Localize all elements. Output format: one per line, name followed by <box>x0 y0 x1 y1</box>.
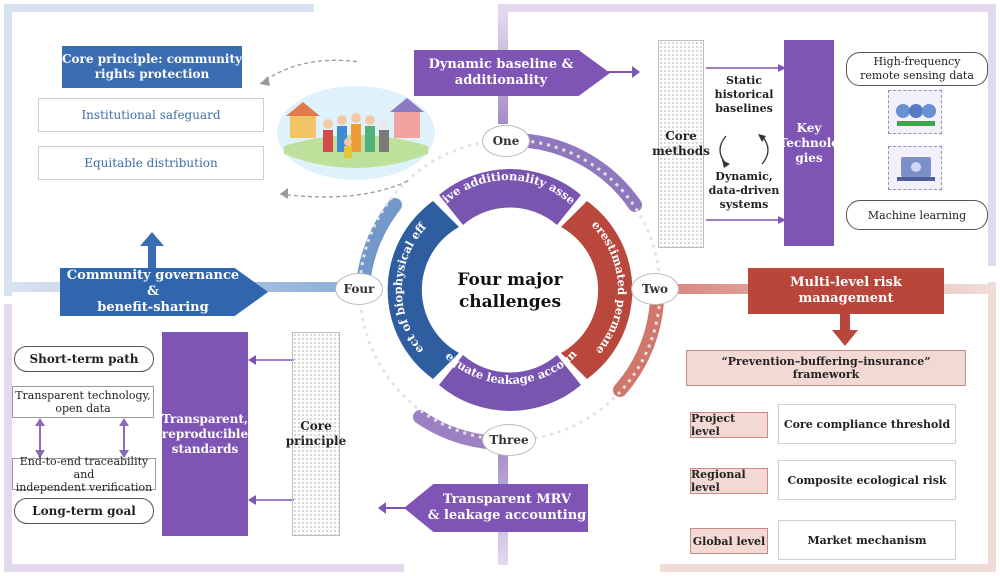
key-line1: Key <box>796 120 822 135</box>
center-title-line1: Four major <box>457 270 563 290</box>
frame-bottom-right <box>660 282 996 572</box>
standards-line1: Transparent, <box>161 411 249 426</box>
remote-sensing-pill: High-frequency remote sensing data <box>846 52 988 86</box>
community-governance-banner: Community governance & benefit-sharing <box>60 268 268 316</box>
institutional-safeguard-box: Institutional safeguard <box>38 98 264 132</box>
principle-arrows <box>248 355 294 505</box>
badge-one: One <box>483 126 529 156</box>
down-arrow-icon <box>832 312 858 346</box>
dynamic-banner-line2: additionality <box>454 73 548 88</box>
frame-top-left <box>4 4 314 296</box>
tech-line2: open data <box>55 402 111 415</box>
badge-three: Three <box>483 425 535 455</box>
dynamic-line3: systems <box>719 198 769 211</box>
transparent-standards-box: Transparent, reproducible standards <box>162 332 248 536</box>
segment-right <box>561 201 633 379</box>
center-title-line2: challenges <box>459 292 561 312</box>
regional-level-desc: Composite ecological risk <box>778 460 956 500</box>
risk-banner-line2: management <box>798 291 894 306</box>
core-principle-community-box: Core principle: community rights protect… <box>62 46 242 88</box>
dynamic-arrow-icon <box>604 66 640 78</box>
mrv-banner-line2: & leakage accounting <box>427 508 587 523</box>
global-level-desc: Market mechanism <box>778 520 956 560</box>
key-line3: gies <box>795 150 823 165</box>
outer-arc-two <box>613 293 664 397</box>
project-level-label: Project level <box>690 412 768 438</box>
bidirectional-arrows <box>35 418 129 458</box>
frame-bottom-left <box>4 304 404 572</box>
satellite-icon <box>888 90 942 134</box>
static-line2: historical <box>714 88 774 101</box>
methods-arrows <box>706 64 786 224</box>
static-line3: baselines <box>715 102 773 115</box>
risk-banner-line1: Multi-level risk <box>790 275 902 290</box>
core-principle-box: Core principle <box>286 332 346 536</box>
badge-two: Two <box>632 274 678 304</box>
core-principle-community-line1: Core principle: community <box>62 52 242 66</box>
core-methods-line2: methods <box>652 144 710 158</box>
trace-line1: End-to-end traceability and <box>19 454 149 481</box>
static-line1: Static <box>725 74 763 87</box>
segment-bottom <box>439 355 581 411</box>
framework-box: “Prevention–buffering–insurance” framewo… <box>686 350 966 386</box>
core-principle-line2: principle <box>285 434 347 448</box>
dynamic-banner-line1: Dynamic baseline & <box>428 57 574 72</box>
multi-level-risk-banner: Multi-level risk management <box>748 268 944 314</box>
core-methods-box: Core methods <box>652 40 710 248</box>
dashed-loop-arrows <box>259 59 411 199</box>
regional-level-label: Regional level <box>690 468 768 494</box>
community-banner-line1: Community governance & <box>66 268 240 299</box>
core-methods-line1: Core <box>665 129 697 143</box>
static-baselines-text: Static historical baselines <box>712 70 776 120</box>
standards-line3: standards <box>171 441 239 456</box>
key-technologies-box: Key Technolo gies <box>779 40 839 246</box>
community-illustration <box>276 84 436 182</box>
equitable-distribution-box: Equitable distribution <box>38 146 264 180</box>
standards-line2: reproducible <box>161 426 249 441</box>
global-level-label: Global level <box>690 528 768 554</box>
transparent-technology-box: Transparent technology, open data <box>12 386 154 418</box>
community-people-icon <box>277 86 435 180</box>
project-level-desc: Core compliance threshold <box>778 404 956 444</box>
core-principle-community-line2: rights protection <box>94 67 210 81</box>
traceability-box: End-to-end traceability and independent … <box>12 454 156 494</box>
machine-learning-pill: Machine learning <box>846 200 988 230</box>
dynamic-baseline-banner: Dynamic baseline & additionality <box>414 50 610 96</box>
segment-left <box>387 201 459 379</box>
tech-line1: Transparent technology, <box>15 389 151 402</box>
up-arrow-icon <box>140 232 164 272</box>
machine-learning-icon <box>888 146 942 190</box>
trace-line2: independent verification <box>15 480 153 494</box>
transparent-mrv-banner: Transparent MRV & leakage accounting <box>404 484 588 532</box>
frame-top-right <box>498 4 996 266</box>
core-principle-line1: Core <box>300 419 332 433</box>
key-line2: Technolo <box>778 135 840 150</box>
segment-top <box>439 169 581 225</box>
dynamic-systems-text: Dynamic, data-driven systems <box>706 166 782 216</box>
remote-line2: remote sensing data <box>860 69 974 82</box>
short-term-path-pill: Short-term path <box>14 346 154 372</box>
dynamic-line1: Dynamic, <box>715 170 773 183</box>
community-banner-line2: benefit-sharing <box>97 300 209 315</box>
dynamic-line2: data-driven <box>708 184 780 197</box>
badge-four: Four <box>336 274 382 304</box>
long-term-goal-pill: Long-term goal <box>14 498 154 524</box>
remote-line1: High-frequency <box>873 55 961 68</box>
mrv-banner-line1: Transparent MRV <box>442 492 572 507</box>
